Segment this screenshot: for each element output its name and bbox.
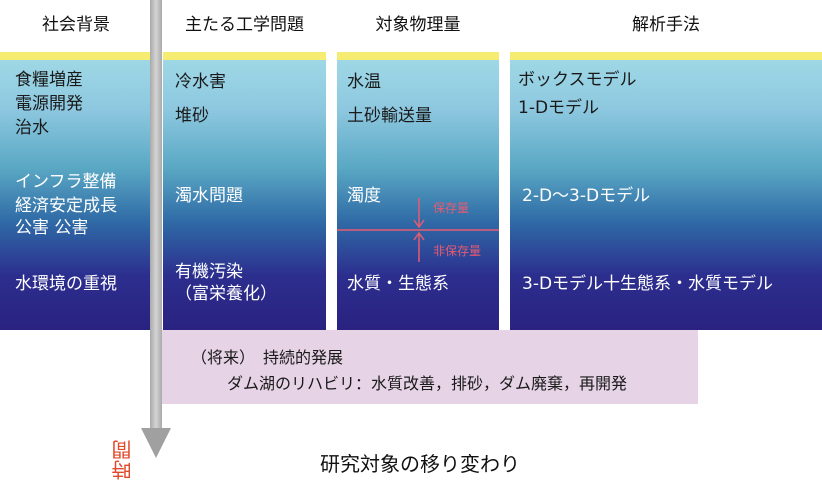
column-body-physics: 水温 土砂輸送量 濁度 水質・生態系 保存量 非保存量 (337, 60, 499, 330)
society-item: 電源開発 (15, 94, 83, 114)
conservation-divider (337, 198, 499, 262)
society-item: 水環境の重視 (15, 274, 117, 294)
method-item: 1-Dモデル (518, 98, 600, 118)
future-line-2: ダム湖のリハビリ：水質改善，排砂，ダム廃棄，再開発 (227, 374, 628, 393)
column-physics: 対象物理量 水温 土砂輸送量 濁度 水質・生態系 保存量 非保存量 (337, 0, 499, 330)
society-item: 公害 公害 (15, 218, 89, 238)
future-line-1: （将来） 持続的発展 (191, 348, 344, 367)
method-item: ボックスモデル (518, 70, 637, 90)
engineering-item: 堆砂 (175, 106, 209, 126)
time-arrow-shaft (150, 0, 162, 430)
column-methods: 解析手法 ボックスモデル 1-Dモデル 2-D〜3-Dモデル 3-Dモデル十生態… (510, 0, 822, 330)
column-header-physics: 対象物理量 (337, 0, 499, 60)
column-body-methods: ボックスモデル 1-Dモデル 2-D〜3-Dモデル 3-Dモデル十生態系・水質モ… (510, 60, 822, 330)
column-society: 社会背景 食糧増産 電源開発 治水 インフラ整備 経済安定成長 公害 公害 水環… (0, 0, 152, 330)
column-body-engineering: 冷水害 堆砂 濁水問題 有機汚染 （富栄養化） (163, 60, 326, 330)
society-item: 食糧増産 (15, 70, 83, 90)
physics-item: 水質・生態系 (347, 274, 449, 294)
physics-item: 土砂輸送量 (347, 106, 432, 126)
column-body-society: 食糧増産 電源開発 治水 インフラ整備 経済安定成長 公害 公害 水環境の重視 (0, 60, 152, 330)
future-box: （将来） 持続的発展 ダム湖のリハビリ：水質改善，排砂，ダム廃棄，再開発 (161, 330, 698, 404)
time-arrow-head (141, 428, 171, 458)
column-header-engineering: 主たる工学問題 (163, 0, 326, 60)
engineering-item: 有機汚染 (175, 262, 243, 282)
diagram-caption: 研究対象の移り変わり (320, 452, 520, 476)
column-engineering: 主たる工学問題 冷水害 堆砂 濁水問題 有機汚染 （富栄養化） (163, 0, 326, 330)
method-item: 2-D〜3-Dモデル (522, 186, 651, 206)
physics-item: 濁度 (347, 186, 381, 206)
engineering-item: 冷水害 (175, 72, 226, 92)
time-label: 時間 (111, 440, 135, 480)
column-header-methods: 解析手法 (510, 0, 822, 60)
society-item: 経済安定成長 (15, 196, 117, 216)
physics-item: 水温 (347, 72, 381, 92)
engineering-item: 濁水問題 (175, 186, 243, 206)
engineering-item: （富栄養化） (175, 284, 277, 304)
nonconserved-label: 非保存量 (433, 244, 482, 258)
society-item: 治水 (15, 118, 49, 138)
method-item: 3-Dモデル十生態系・水質モデル (522, 274, 774, 294)
society-item: インフラ整備 (15, 172, 117, 192)
conserved-label: 保存量 (433, 201, 470, 215)
column-header-society: 社会背景 (0, 0, 152, 60)
